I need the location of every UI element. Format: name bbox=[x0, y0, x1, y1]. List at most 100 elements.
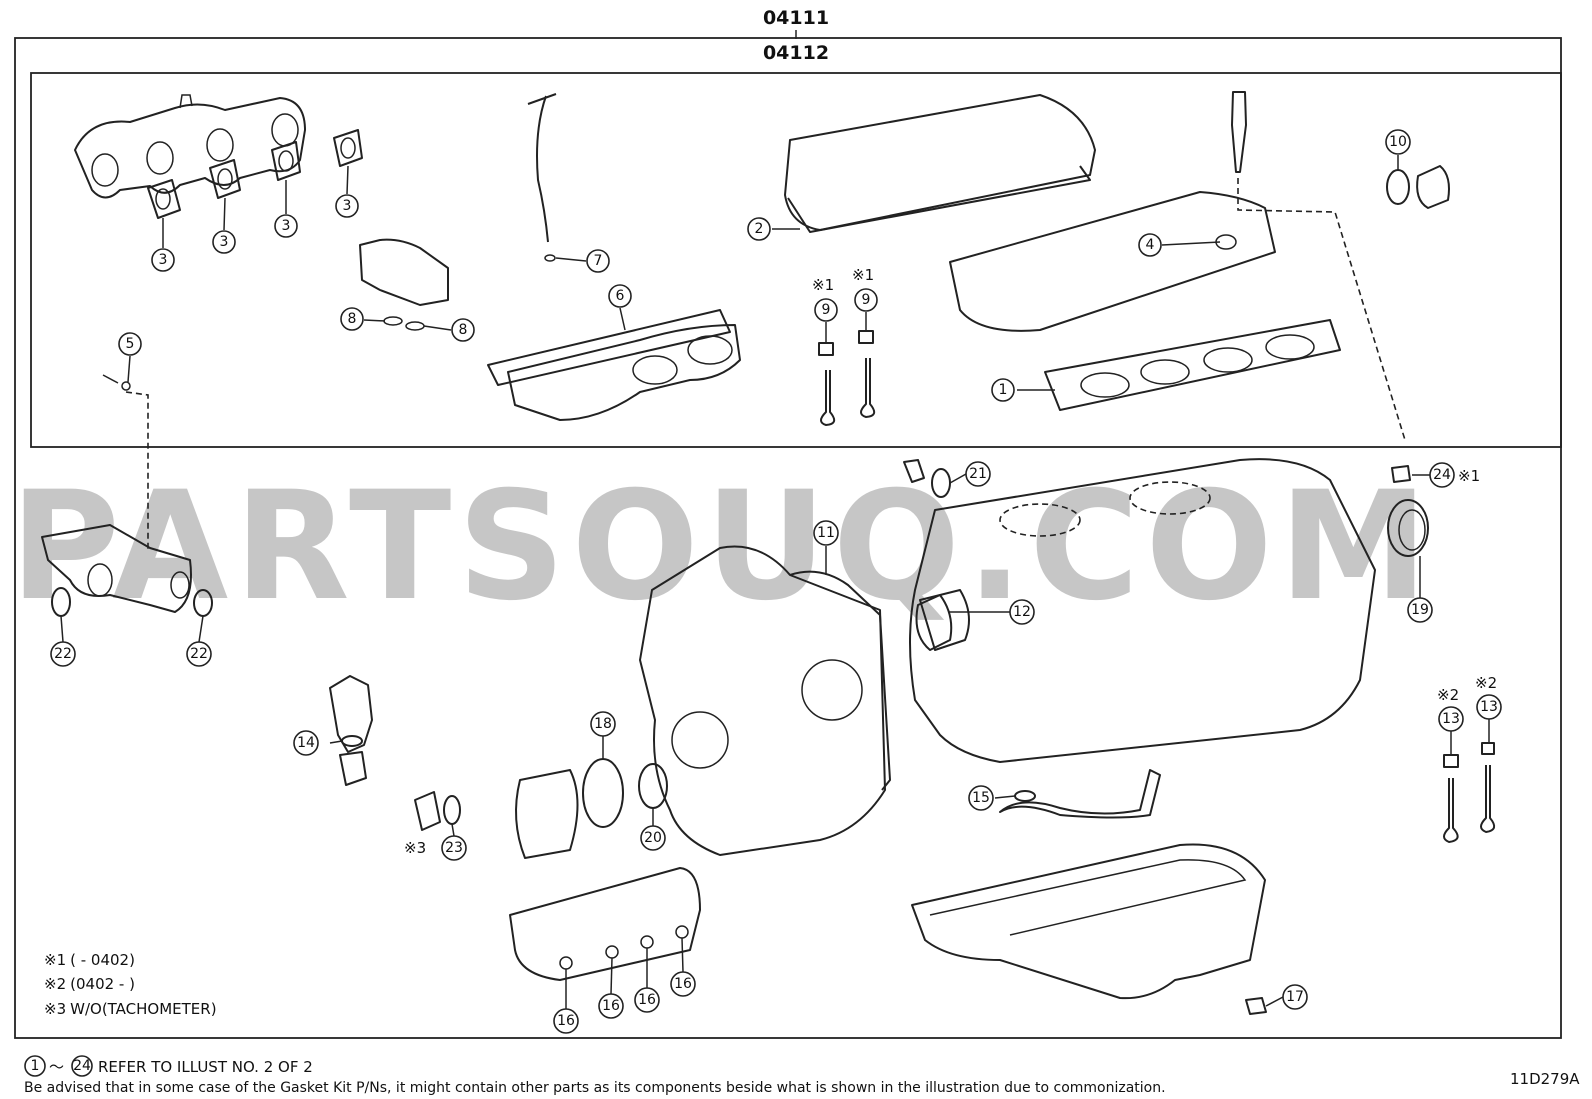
svg-text:11: 11 bbox=[817, 525, 835, 541]
oil-pump-cover-drawing bbox=[509, 867, 701, 981]
callout-2[interactable]: 2 bbox=[747, 217, 771, 241]
refer-text: REFER TO ILLUST NO. 2 OF 2 bbox=[98, 1058, 313, 1076]
footer-range: 1 ～ 24 REFER TO ILLUST NO. 2 OF 2 bbox=[24, 1055, 313, 1077]
subassembly-number: 04112 bbox=[763, 42, 829, 64]
svg-text:16: 16 bbox=[602, 998, 620, 1014]
valve-cover-drawing bbox=[784, 94, 1096, 233]
callout-1[interactable]: 1 bbox=[991, 378, 1015, 402]
svg-text:16: 16 bbox=[557, 1013, 575, 1029]
thermostat-housing-drawing bbox=[329, 675, 373, 753]
callout-11[interactable]: 11 bbox=[813, 520, 839, 546]
callout-3[interactable]: 3 bbox=[274, 214, 298, 238]
callout-20[interactable]: 20 bbox=[640, 825, 666, 851]
note1-text: ( - 0402) bbox=[70, 951, 135, 969]
oring-15-drawing bbox=[1014, 790, 1036, 802]
svg-text:8: 8 bbox=[459, 322, 468, 338]
callout-12[interactable]: 12 bbox=[1009, 599, 1035, 625]
note1-mark: ※1 bbox=[44, 951, 66, 969]
callout-13[interactable]: 13 bbox=[1438, 706, 1464, 732]
plate-23-drawing bbox=[414, 791, 441, 831]
note2-mark: ※2 bbox=[44, 975, 66, 993]
callout-22[interactable]: 22 bbox=[186, 641, 212, 667]
svg-text:3: 3 bbox=[343, 198, 352, 214]
plug-17-drawing bbox=[1245, 997, 1267, 1015]
callout-9[interactable]: 9 bbox=[814, 298, 838, 322]
connector-4-24 bbox=[1237, 178, 1406, 441]
mark-23: ※3 bbox=[404, 839, 426, 857]
oring-5-drawing bbox=[121, 381, 131, 391]
assembly-number: 04111 bbox=[763, 7, 829, 29]
callout-14[interactable]: 14 bbox=[293, 730, 319, 756]
callout-8[interactable]: 8 bbox=[451, 318, 475, 342]
svg-text:21: 21 bbox=[969, 466, 987, 482]
callout-23[interactable]: 23 bbox=[441, 835, 467, 861]
oil-pan-drawing bbox=[911, 843, 1266, 1000]
svg-text:3: 3 bbox=[220, 234, 229, 250]
callout-19[interactable]: 19 bbox=[1407, 597, 1433, 623]
callout-9[interactable]: 9 bbox=[854, 288, 878, 312]
note3-text: W/O(TACHOMETER) bbox=[70, 1000, 216, 1018]
seal-10-drawing bbox=[1386, 169, 1410, 205]
callout-24[interactable]: 24 bbox=[1429, 462, 1455, 488]
svg-text:※3W/O(TACHOMETER): ※3W/O(TACHOMETER) bbox=[44, 1000, 217, 1018]
range-start: 1 bbox=[31, 1058, 40, 1074]
plug-10-drawing bbox=[1416, 165, 1450, 209]
callout-16[interactable]: 16 bbox=[598, 993, 624, 1019]
svg-text:10: 10 bbox=[1389, 134, 1407, 150]
mark-9b: ※1 bbox=[852, 266, 874, 284]
callout-6[interactable]: 6 bbox=[608, 284, 632, 308]
watermark: PARTSOUQ.COM bbox=[10, 460, 1434, 634]
dipstick-oring-drawing bbox=[544, 254, 556, 262]
callout-16[interactable]: 16 bbox=[634, 987, 660, 1013]
callout-17[interactable]: 17 bbox=[1282, 984, 1308, 1010]
disclaimer-text: Be advised that in some case of the Gask… bbox=[24, 1080, 1166, 1096]
callout-13[interactable]: 13 bbox=[1476, 694, 1502, 720]
svg-text:2: 2 bbox=[755, 221, 764, 237]
callout-16[interactable]: 16 bbox=[553, 1008, 579, 1034]
callout-7[interactable]: 7 bbox=[586, 249, 610, 273]
injector-drawing bbox=[1231, 91, 1247, 173]
valve-stem-seals-bottom-drawing bbox=[1443, 742, 1496, 843]
svg-text:7: 7 bbox=[594, 253, 603, 269]
svg-text:3: 3 bbox=[282, 218, 291, 234]
mark-13a: ※2 bbox=[1437, 686, 1459, 704]
mark-13b: ※2 bbox=[1475, 674, 1497, 692]
mark-24: ※1 bbox=[1458, 467, 1480, 485]
gasket-14-drawing bbox=[341, 735, 363, 747]
oil-seal-19-drawing bbox=[1387, 499, 1429, 557]
inner-frame bbox=[30, 72, 1562, 448]
svg-text:14: 14 bbox=[297, 735, 315, 751]
illustration-code: 11D279A bbox=[1510, 1070, 1580, 1088]
svg-text:6: 6 bbox=[616, 288, 625, 304]
callout-3[interactable]: 3 bbox=[335, 194, 359, 218]
callout-21[interactable]: 21 bbox=[965, 461, 991, 487]
thermostat-drawing bbox=[339, 751, 367, 786]
callout-3[interactable]: 3 bbox=[151, 248, 175, 272]
svg-text:13: 13 bbox=[1480, 699, 1498, 715]
callout-4[interactable]: 4 bbox=[1138, 233, 1162, 257]
valve-stem-seals-top-drawing bbox=[818, 330, 876, 426]
cylinder-head-drawing bbox=[949, 191, 1276, 332]
svg-text:1: 1 bbox=[999, 382, 1008, 398]
callout-16[interactable]: 16 bbox=[670, 971, 696, 997]
svg-text:20: 20 bbox=[644, 830, 662, 846]
timing-cover-drawing bbox=[639, 545, 891, 856]
callout-10[interactable]: 10 bbox=[1385, 129, 1411, 155]
callout-18[interactable]: 18 bbox=[590, 711, 616, 737]
svg-text:23: 23 bbox=[445, 840, 463, 856]
svg-text:5: 5 bbox=[126, 336, 135, 352]
callout-5[interactable]: 5 bbox=[118, 332, 142, 356]
svg-text:18: 18 bbox=[594, 716, 612, 732]
callout-3[interactable]: 3 bbox=[212, 230, 236, 254]
bolt-21-drawing bbox=[903, 459, 925, 483]
pin-5-drawing bbox=[102, 374, 119, 384]
svg-text:19: 19 bbox=[1411, 602, 1429, 618]
callout-22[interactable]: 22 bbox=[50, 641, 76, 667]
callout-8[interactable]: 8 bbox=[340, 307, 364, 331]
callout-15[interactable]: 15 bbox=[968, 785, 994, 811]
gasket-23-drawing bbox=[443, 795, 461, 825]
cover-18-drawing bbox=[515, 769, 579, 859]
leader-lines bbox=[60, 155, 1490, 1009]
svg-text:3: 3 bbox=[159, 252, 168, 268]
